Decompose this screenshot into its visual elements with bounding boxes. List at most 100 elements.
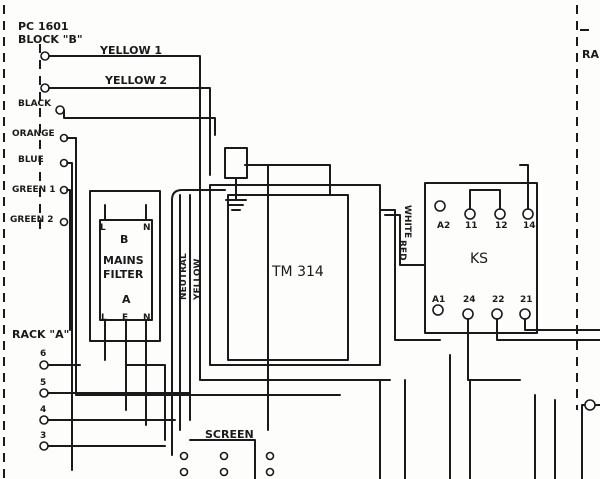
relay-top-pin-4 <box>522 208 534 220</box>
wire-blue <box>66 162 73 471</box>
transformer-label: TM 314 <box>271 264 324 280</box>
wire-label-screen: SCREEN <box>205 428 254 441</box>
filter-pin-label-n-bot: N <box>143 313 151 323</box>
wire-yellow1 <box>48 55 391 381</box>
earth-stud <box>224 147 248 179</box>
relay-top-pin-label-1: A2 <box>437 221 450 231</box>
filter-output-wires <box>104 339 147 426</box>
wire-label-yellow2: YELLOW 2 <box>104 74 167 87</box>
bottom-terminal-6 <box>265 467 275 477</box>
relay-bottom-pin-label-3: 22 <box>492 295 505 305</box>
bottom-terminal-3 <box>265 451 275 461</box>
relay-bottom-pin-3 <box>491 308 503 320</box>
rack-terminal-4 <box>39 415 49 425</box>
screen-wire <box>189 439 256 479</box>
relay-top-pin-label-2: 11 <box>465 221 478 231</box>
transformer-top-lead <box>244 164 331 196</box>
transformer-outline <box>209 184 381 366</box>
relay-outline <box>424 182 538 334</box>
terminal-green2 <box>59 217 69 227</box>
wire-label-green1: GREEN 1 <box>12 185 56 195</box>
wire-label-orange: ORANGE <box>12 129 55 139</box>
terminal-yellow2 <box>40 83 50 93</box>
relay-bottom-pin-2 <box>462 308 474 320</box>
wire-labels: PC 1601 BLOCK "B" YELLOW 1 YELLOW 2 BLAC… <box>10 20 599 441</box>
filter-pin-label-l-bot: L <box>101 313 107 323</box>
transformer-core <box>227 194 349 361</box>
filter-section-a-label: A <box>122 293 131 306</box>
relay-bottom-output-2 <box>524 318 600 331</box>
relay-bottom-output-3 <box>467 318 521 381</box>
filter-pin-label-e-bot: E <box>122 313 128 323</box>
vertical-label-neutral: NEUTRAL <box>179 253 189 300</box>
transformer-tm314: TM 314 <box>209 164 381 431</box>
relay-bottom-pin-4 <box>519 308 531 320</box>
relay-bottom-output-1 <box>496 318 600 341</box>
filter-section-b-label: B <box>120 233 128 246</box>
relay-feed-wires: WHITE RED <box>379 205 441 341</box>
right-edge-label: RA <box>582 48 599 61</box>
bottom-terminal-2 <box>219 451 229 461</box>
relay-top-pin-2 <box>464 208 476 220</box>
relay-contact-link <box>469 189 501 210</box>
rack-terminal-6 <box>39 360 49 370</box>
right-block-outline <box>581 404 600 479</box>
right-partial-block <box>581 399 600 479</box>
rack-wires <box>47 364 191 447</box>
wire-runs <box>48 55 391 471</box>
rack-terminal-label-5: 5 <box>40 378 46 388</box>
rack-terminal-label-3: 3 <box>40 431 46 441</box>
neutral-yellow-wires: NEUTRAL YELLOW <box>171 189 226 456</box>
relay-top-pin-3 <box>494 208 506 220</box>
relay-bottom-pin-label-2: 24 <box>463 295 476 305</box>
relay-label: KS <box>470 251 488 267</box>
rack-terminal-5 <box>39 388 49 398</box>
wire-label-yellow1: YELLOW 1 <box>99 44 162 57</box>
rack-a-terminals <box>39 360 191 451</box>
wire-yellow2 <box>48 87 211 176</box>
right-block-terminal <box>584 399 596 411</box>
pc-block-subtitle: BLOCK "B" <box>18 33 83 46</box>
bottom-wiring <box>179 354 556 479</box>
earth-ground <box>224 147 248 211</box>
wire-label-green2: GREEN 2 <box>10 215 54 225</box>
rack-label: RACK "A" <box>12 328 69 341</box>
wire-label-white: WHITE <box>402 205 412 238</box>
relay-bottom-pin-label-1: A1 <box>432 295 445 305</box>
rack-terminal-label-4: 4 <box>40 405 46 415</box>
relay-top-pin-label-4: 14 <box>523 221 536 231</box>
relay-top-output <box>519 164 529 210</box>
terminal-yellow1 <box>40 51 50 61</box>
wire-green1 <box>66 189 71 331</box>
wire-label-red: RED <box>397 240 407 261</box>
vertical-label-yellow: YELLOW <box>193 259 203 301</box>
filter-pin-label-l-top: L <box>100 223 106 233</box>
wire-bend-1 <box>171 189 226 201</box>
pc-block-title: PC 1601 <box>18 20 69 33</box>
filter-pin-label-n-top: N <box>143 223 151 233</box>
terminal-black <box>55 105 65 115</box>
filter-earth-run <box>125 364 166 441</box>
rack-terminal-label-6: 6 <box>40 349 46 359</box>
wire-label-black: BLACK <box>18 99 52 109</box>
transformer-lead-2 <box>257 164 269 431</box>
wire-white-run <box>379 209 441 341</box>
relay-bottom-pin-1 <box>432 304 444 316</box>
relay-ks: A2 11 12 14 KS A1 24 22 21 <box>424 164 600 381</box>
bottom-terminal-4 <box>179 467 189 477</box>
relay-top-pin-1 <box>434 200 446 212</box>
relay-top-pin-label-3: 12 <box>495 221 508 231</box>
wire-black <box>63 109 216 136</box>
relay-bottom-pin-label-4: 21 <box>520 295 533 305</box>
wire-orange <box>66 137 341 396</box>
mains-filter: L N B MAINS FILTER A L E N <box>89 190 166 441</box>
wire-label-blue: BLUE <box>18 155 44 165</box>
filter-sub-label: FILTER <box>103 268 144 281</box>
bottom-terminal-1 <box>179 451 189 461</box>
filter-main-label: MAINS <box>103 254 144 267</box>
rack-terminal-3 <box>39 441 49 451</box>
bottom-terminal-5 <box>219 467 229 477</box>
wire-red-run <box>384 214 426 266</box>
